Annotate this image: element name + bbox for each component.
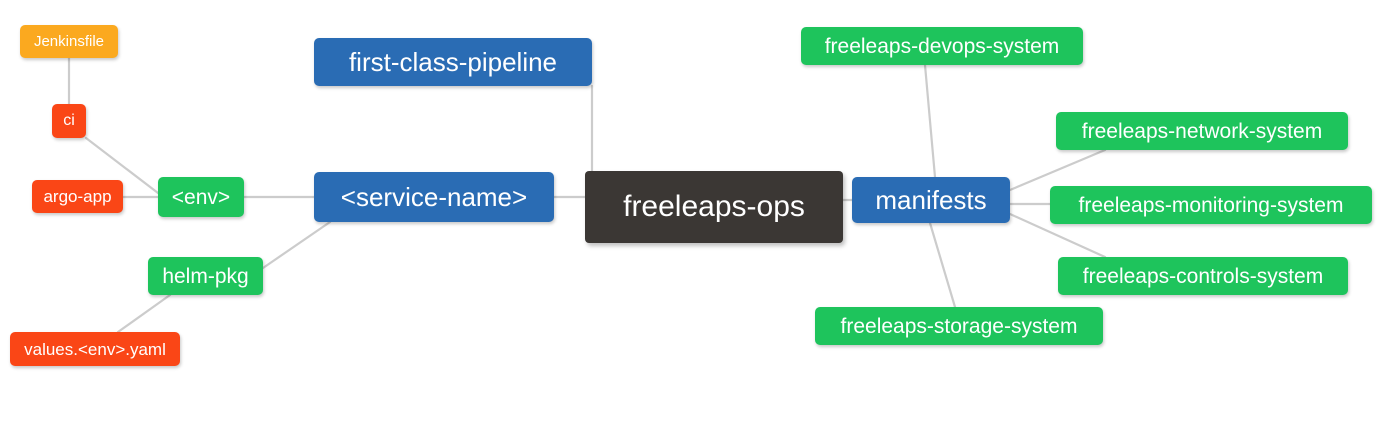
- mindmap-node-argo-app[interactable]: argo-app: [32, 180, 123, 213]
- mindmap-node-freeleaps-monitoring-system[interactable]: freeleaps-monitoring-system: [1050, 186, 1372, 224]
- mindmap-node-helm-pkg[interactable]: helm-pkg: [148, 257, 263, 295]
- mindmap-node-jenkinsfile[interactable]: Jenkinsfile: [20, 25, 118, 58]
- mindmap-node-label: argo-app: [43, 187, 112, 206]
- mindmap-node-label: freeleaps-devops-system: [824, 34, 1060, 58]
- mindmap-node-values-env-yaml[interactable]: values.<env>.yaml: [10, 332, 180, 366]
- mindmap-node-manifests[interactable]: manifests: [852, 177, 1010, 223]
- mindmap-node-label: helm-pkg: [162, 264, 249, 288]
- mindmap-node-freeleaps-ops[interactable]: freeleaps-ops: [585, 171, 843, 243]
- mindmap-node-first-class-pipeline[interactable]: first-class-pipeline: [314, 38, 592, 86]
- mindmap-node-label: freeleaps-monitoring-system: [1078, 193, 1344, 217]
- mindmap-node-freeleaps-storage-system[interactable]: freeleaps-storage-system: [815, 307, 1103, 345]
- mindmap-node-ci[interactable]: ci: [52, 104, 86, 138]
- mindmap-node-label: <env>: [171, 185, 231, 209]
- mindmap-node-env[interactable]: <env>: [158, 177, 244, 217]
- edge-service-name-to-helm-pkg: [261, 220, 332, 270]
- mindmap-node-label: Jenkinsfile: [33, 33, 105, 50]
- mindmap-node-freeleaps-network-system[interactable]: freeleaps-network-system: [1056, 112, 1348, 150]
- mindmap-node-label: freeleaps-storage-system: [840, 314, 1078, 338]
- mindmap-node-freeleaps-controls-system[interactable]: freeleaps-controls-system: [1058, 257, 1348, 295]
- edge-manifests-to-freeleaps-devops-system: [923, 63, 937, 179]
- mindmap-node-label: values.<env>.yaml: [24, 339, 166, 359]
- edge-helm-pkg-to-values-env-yaml: [116, 293, 172, 334]
- mindmap-node-label: <service-name>: [340, 182, 528, 212]
- edge-manifests-to-freeleaps-storage-system: [928, 221, 957, 309]
- mindmap-node-label: manifests: [875, 185, 987, 215]
- mindmap-node-service-name[interactable]: <service-name>: [314, 172, 554, 222]
- edge-manifests-to-freeleaps-network-system: [1008, 148, 1107, 192]
- mindmap-node-freeleaps-devops-system[interactable]: freeleaps-devops-system: [801, 27, 1083, 65]
- mindmap-node-label: freeleaps-ops: [623, 190, 805, 223]
- mindmap-node-label: first-class-pipeline: [348, 47, 558, 77]
- mindmap-node-label: freeleaps-controls-system: [1082, 264, 1324, 288]
- mindmap-node-label: ci: [63, 112, 75, 129]
- mindmap-node-label: freeleaps-network-system: [1081, 119, 1323, 143]
